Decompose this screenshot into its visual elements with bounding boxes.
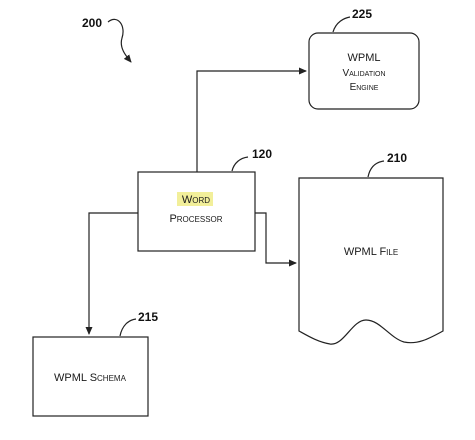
edge-processor-to-wpml-file	[255, 212, 297, 267]
figure-pointer-arrow	[107, 18, 132, 63]
wpml-file-ref-number: 210	[387, 151, 407, 165]
word-processor-node: Word Processor 120	[137, 147, 272, 252]
word-highlight	[177, 192, 213, 206]
word-processor-line2: Processor	[169, 213, 222, 225]
wpml-schema-ref-leader	[119, 318, 137, 337]
wpml-schema-label: WPML Schema	[54, 372, 127, 384]
word-processor-line1: Word	[182, 194, 210, 206]
figure-number-label: 200	[82, 16, 102, 30]
edge-processor-to-validation-engine	[196, 67, 307, 172]
validation-engine-ref-leader	[332, 16, 351, 33]
wpml-file-node: WPML File 210	[298, 151, 444, 345]
validation-engine-line2: Validation	[342, 68, 385, 79]
validation-engine-node: WPML Validation Engine 225	[308, 7, 420, 110]
edge-processor-to-wpml-schema	[85, 212, 138, 335]
word-processor-ref-leader	[231, 156, 249, 172]
validation-engine-line1: WPML	[348, 52, 381, 64]
figure-reference: 200	[82, 16, 132, 63]
wpml-file-ref-leader	[367, 160, 385, 178]
wpml-file-document-shape	[298, 177, 444, 345]
word-processor-box	[137, 171, 256, 252]
validation-engine-box	[308, 32, 420, 110]
wpml-schema-node: WPML Schema 215	[32, 310, 158, 417]
validation-engine-ref-number: 225	[352, 7, 372, 21]
validation-engine-line3: Engine	[350, 82, 379, 93]
word-processor-ref-number: 120	[252, 147, 272, 161]
wpml-schema-ref-number: 215	[138, 310, 158, 324]
wpml-file-label: WPML File	[344, 246, 398, 258]
wpml-schema-box	[32, 336, 149, 417]
